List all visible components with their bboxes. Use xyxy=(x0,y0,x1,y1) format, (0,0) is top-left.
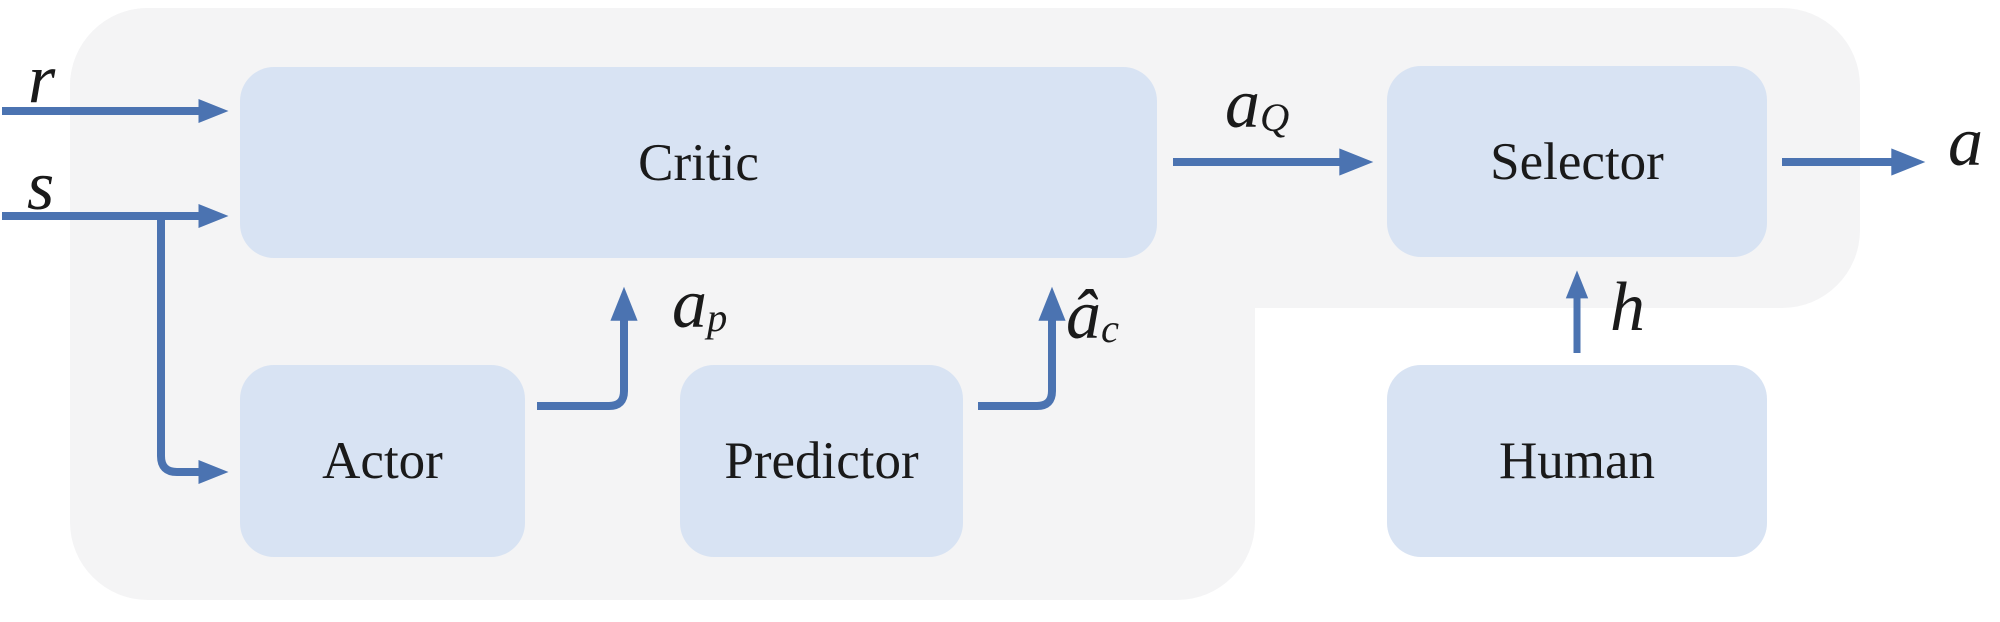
label-a-hat-c: âc xyxy=(1066,277,1120,354)
label-r: r xyxy=(28,41,56,118)
node-selector: Selector xyxy=(1387,66,1767,257)
node-critic-label: Critic xyxy=(638,133,759,192)
node-human: Human xyxy=(1387,365,1767,557)
label-s: s xyxy=(27,148,55,225)
label-a-Q: aQ xyxy=(1225,66,1290,143)
arrow-predictor-output xyxy=(978,286,1066,410)
label-h: h xyxy=(1610,269,1645,346)
label-a-p: ap xyxy=(672,266,728,343)
node-predictor: Predictor xyxy=(680,365,963,557)
node-selector-label: Selector xyxy=(1490,132,1664,191)
node-critic: Critic xyxy=(240,67,1157,258)
arrow-s-branch-to-actor xyxy=(157,212,229,484)
label-a: a xyxy=(1948,104,1983,181)
arrow-actor-output xyxy=(537,286,638,410)
node-human-label: Human xyxy=(1498,432,1656,490)
node-predictor-label: Predictor xyxy=(724,432,919,490)
node-actor: Actor xyxy=(240,365,525,557)
node-actor-label: Actor xyxy=(322,432,443,490)
